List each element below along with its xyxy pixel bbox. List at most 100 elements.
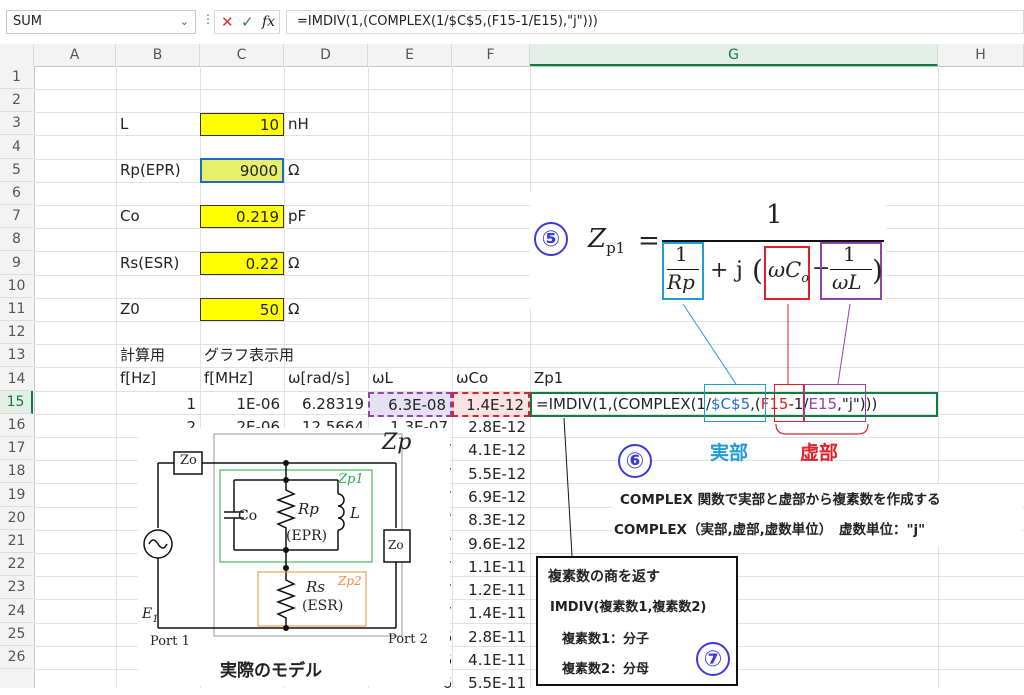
header-f-mhz[interactable]: f[MHz] <box>204 369 254 387</box>
row-header-13[interactable]: 13 <box>0 344 33 368</box>
input-co-value[interactable]: 0.219 <box>200 205 284 228</box>
header-zp1[interactable]: Zp1 <box>534 369 564 387</box>
row-header-24[interactable]: 24 <box>0 600 33 623</box>
cell-f20[interactable]: 8.3E-12 <box>468 511 526 530</box>
label-calc[interactable]: 計算用 <box>120 346 166 364</box>
cell-f23[interactable]: 1.2E-11 <box>468 581 526 600</box>
row-header-8[interactable]: 8 <box>0 228 33 252</box>
row-header-26[interactable]: 26 <box>0 646 33 669</box>
formula-part-2: ,( <box>750 395 761 413</box>
select-all-corner[interactable] <box>0 44 34 66</box>
row-header-6[interactable]: 6 <box>0 182 33 205</box>
row-header-1[interactable]: 1 <box>0 66 33 89</box>
cell-f16[interactable]: 2.8E-12 <box>468 418 526 436</box>
cell-f17[interactable]: 4.1E-12 <box>468 441 526 460</box>
cell-f26[interactable]: 4.1E-11 <box>468 651 526 669</box>
column-header-d[interactable]: D <box>284 44 368 66</box>
row-header-11[interactable]: 11 <box>0 298 33 321</box>
row-header-14[interactable]: 14 <box>0 368 33 391</box>
annotation-7-line3: 複素数2：分母 <box>562 662 650 677</box>
row-header-3[interactable]: 3 <box>0 112 33 136</box>
cell-f18[interactable]: 5.5E-12 <box>468 464 526 483</box>
label-co[interactable]: Co <box>120 207 140 225</box>
row-header-18[interactable]: 18 <box>0 460 33 484</box>
grid-hline <box>34 112 1024 114</box>
cell-d16[interactable]: 12.5664 <box>301 418 364 428</box>
row-header-21[interactable]: 21 <box>0 530 33 553</box>
column-header-f[interactable]: F <box>452 44 530 66</box>
row-header-5[interactable]: 5 <box>0 159 33 182</box>
chevron-down-icon[interactable]: ⌄ <box>179 15 189 28</box>
input-z0-value[interactable]: 50 <box>200 298 284 321</box>
row-header-7[interactable]: 7 <box>0 205 33 229</box>
row-header-22[interactable]: 22 <box>0 553 33 577</box>
cell-f25[interactable]: 2.8E-11 <box>468 627 526 646</box>
unit-rs[interactable]: Ω <box>288 254 300 272</box>
cell-c16[interactable]: 2E-06 <box>236 418 280 428</box>
row-header-10[interactable]: 10 <box>0 275 33 298</box>
label-z0[interactable]: Z0 <box>120 300 140 318</box>
column-header-b[interactable]: B <box>116 44 200 66</box>
cell-e15-referenced[interactable]: 6.3E-08 <box>368 392 452 417</box>
column-header-g[interactable]: G <box>530 44 938 66</box>
row-header-4[interactable]: 4 <box>0 136 33 159</box>
more-options-icon[interactable]: ⋮ <box>202 12 214 26</box>
row-header-16[interactable]: 16 <box>0 414 33 437</box>
cell-f19[interactable]: 6.9E-12 <box>468 487 526 506</box>
annotation-6-line1: COMPLEX 関数で実部と虚部から複素数を作成する <box>620 492 941 508</box>
row-header-20[interactable]: 20 <box>0 507 33 530</box>
enter-icon[interactable]: ✓ <box>241 13 254 31</box>
eq-equals: = <box>638 226 660 256</box>
cell-f21[interactable]: 9.6E-12 <box>468 534 526 553</box>
row-header-17[interactable]: 17 <box>0 437 33 461</box>
row-header-19[interactable]: 19 <box>0 484 33 507</box>
row-header-2[interactable]: 2 <box>0 89 33 113</box>
rs-label: Rs <box>306 578 325 596</box>
unit-rp[interactable]: Ω <box>288 161 300 179</box>
column-header-e[interactable]: E <box>368 44 452 66</box>
cell-b15[interactable]: 1 <box>186 395 196 413</box>
cell-d15[interactable]: 6.28319 <box>301 395 364 413</box>
row-header-12[interactable]: 12 <box>0 321 33 345</box>
name-box[interactable]: SUM ⌄ <box>6 10 196 34</box>
input-l-value[interactable]: 10 <box>200 113 284 136</box>
grid-vline <box>116 66 117 688</box>
cell-e16[interactable]: 1.3E-07 <box>390 418 448 428</box>
header-omega-l[interactable]: ωL <box>372 369 393 387</box>
f15-arg-highlight <box>774 384 804 422</box>
grid-hline <box>34 599 1024 601</box>
label-graph[interactable]: グラフ表示用 <box>204 346 295 364</box>
row-header-15[interactable]: 15 <box>0 390 33 414</box>
cancel-icon[interactable]: ✕ <box>221 13 234 31</box>
real-part-box <box>662 242 704 300</box>
eq-real-num: 1 <box>675 242 688 266</box>
cell-f15-referenced[interactable]: 1.4E-12 <box>452 392 530 417</box>
eq-j: j <box>736 258 743 283</box>
label-rs[interactable]: Rs(ESR) <box>120 254 180 272</box>
e15-arg-highlight <box>804 384 866 422</box>
cell-g15-editing[interactable]: =IMDIV(1,(COMPLEX(1/$C$5,(F15-1/E15,"j")… <box>530 392 938 417</box>
cell-b16[interactable]: 2 <box>186 418 196 428</box>
column-header-c[interactable]: C <box>200 44 284 66</box>
insert-function-icon[interactable]: fx <box>262 14 276 30</box>
grid-hline <box>34 181 1024 183</box>
input-rp-value[interactable]: 9000 <box>200 158 284 183</box>
header-omega-co[interactable]: ωCo <box>456 369 489 387</box>
column-header-a[interactable]: A <box>34 44 116 66</box>
row-header-9[interactable]: 9 <box>0 252 33 275</box>
header-f-hz[interactable]: f[Hz] <box>120 369 157 387</box>
header-omega[interactable]: ω[rad/s] <box>288 369 351 387</box>
unit-l[interactable]: nH <box>288 115 309 133</box>
row-header-25[interactable]: 25 <box>0 623 33 646</box>
label-l[interactable]: L <box>120 115 129 133</box>
e1-label: E1 <box>142 606 159 625</box>
unit-z0[interactable]: Ω <box>288 300 300 318</box>
cell-f22[interactable]: 1.1E-11 <box>468 557 526 576</box>
cell-c15[interactable]: 1E-06 <box>236 395 280 413</box>
cell-f24[interactable]: 1.4E-11 <box>468 604 526 623</box>
unit-co[interactable]: pF <box>288 207 307 225</box>
port1-label: Port 1 <box>150 634 190 649</box>
row-header-23[interactable]: 23 <box>0 576 33 600</box>
label-rp[interactable]: Rp(EPR) <box>120 161 181 179</box>
input-rs-value[interactable]: 0.22 <box>200 252 284 275</box>
